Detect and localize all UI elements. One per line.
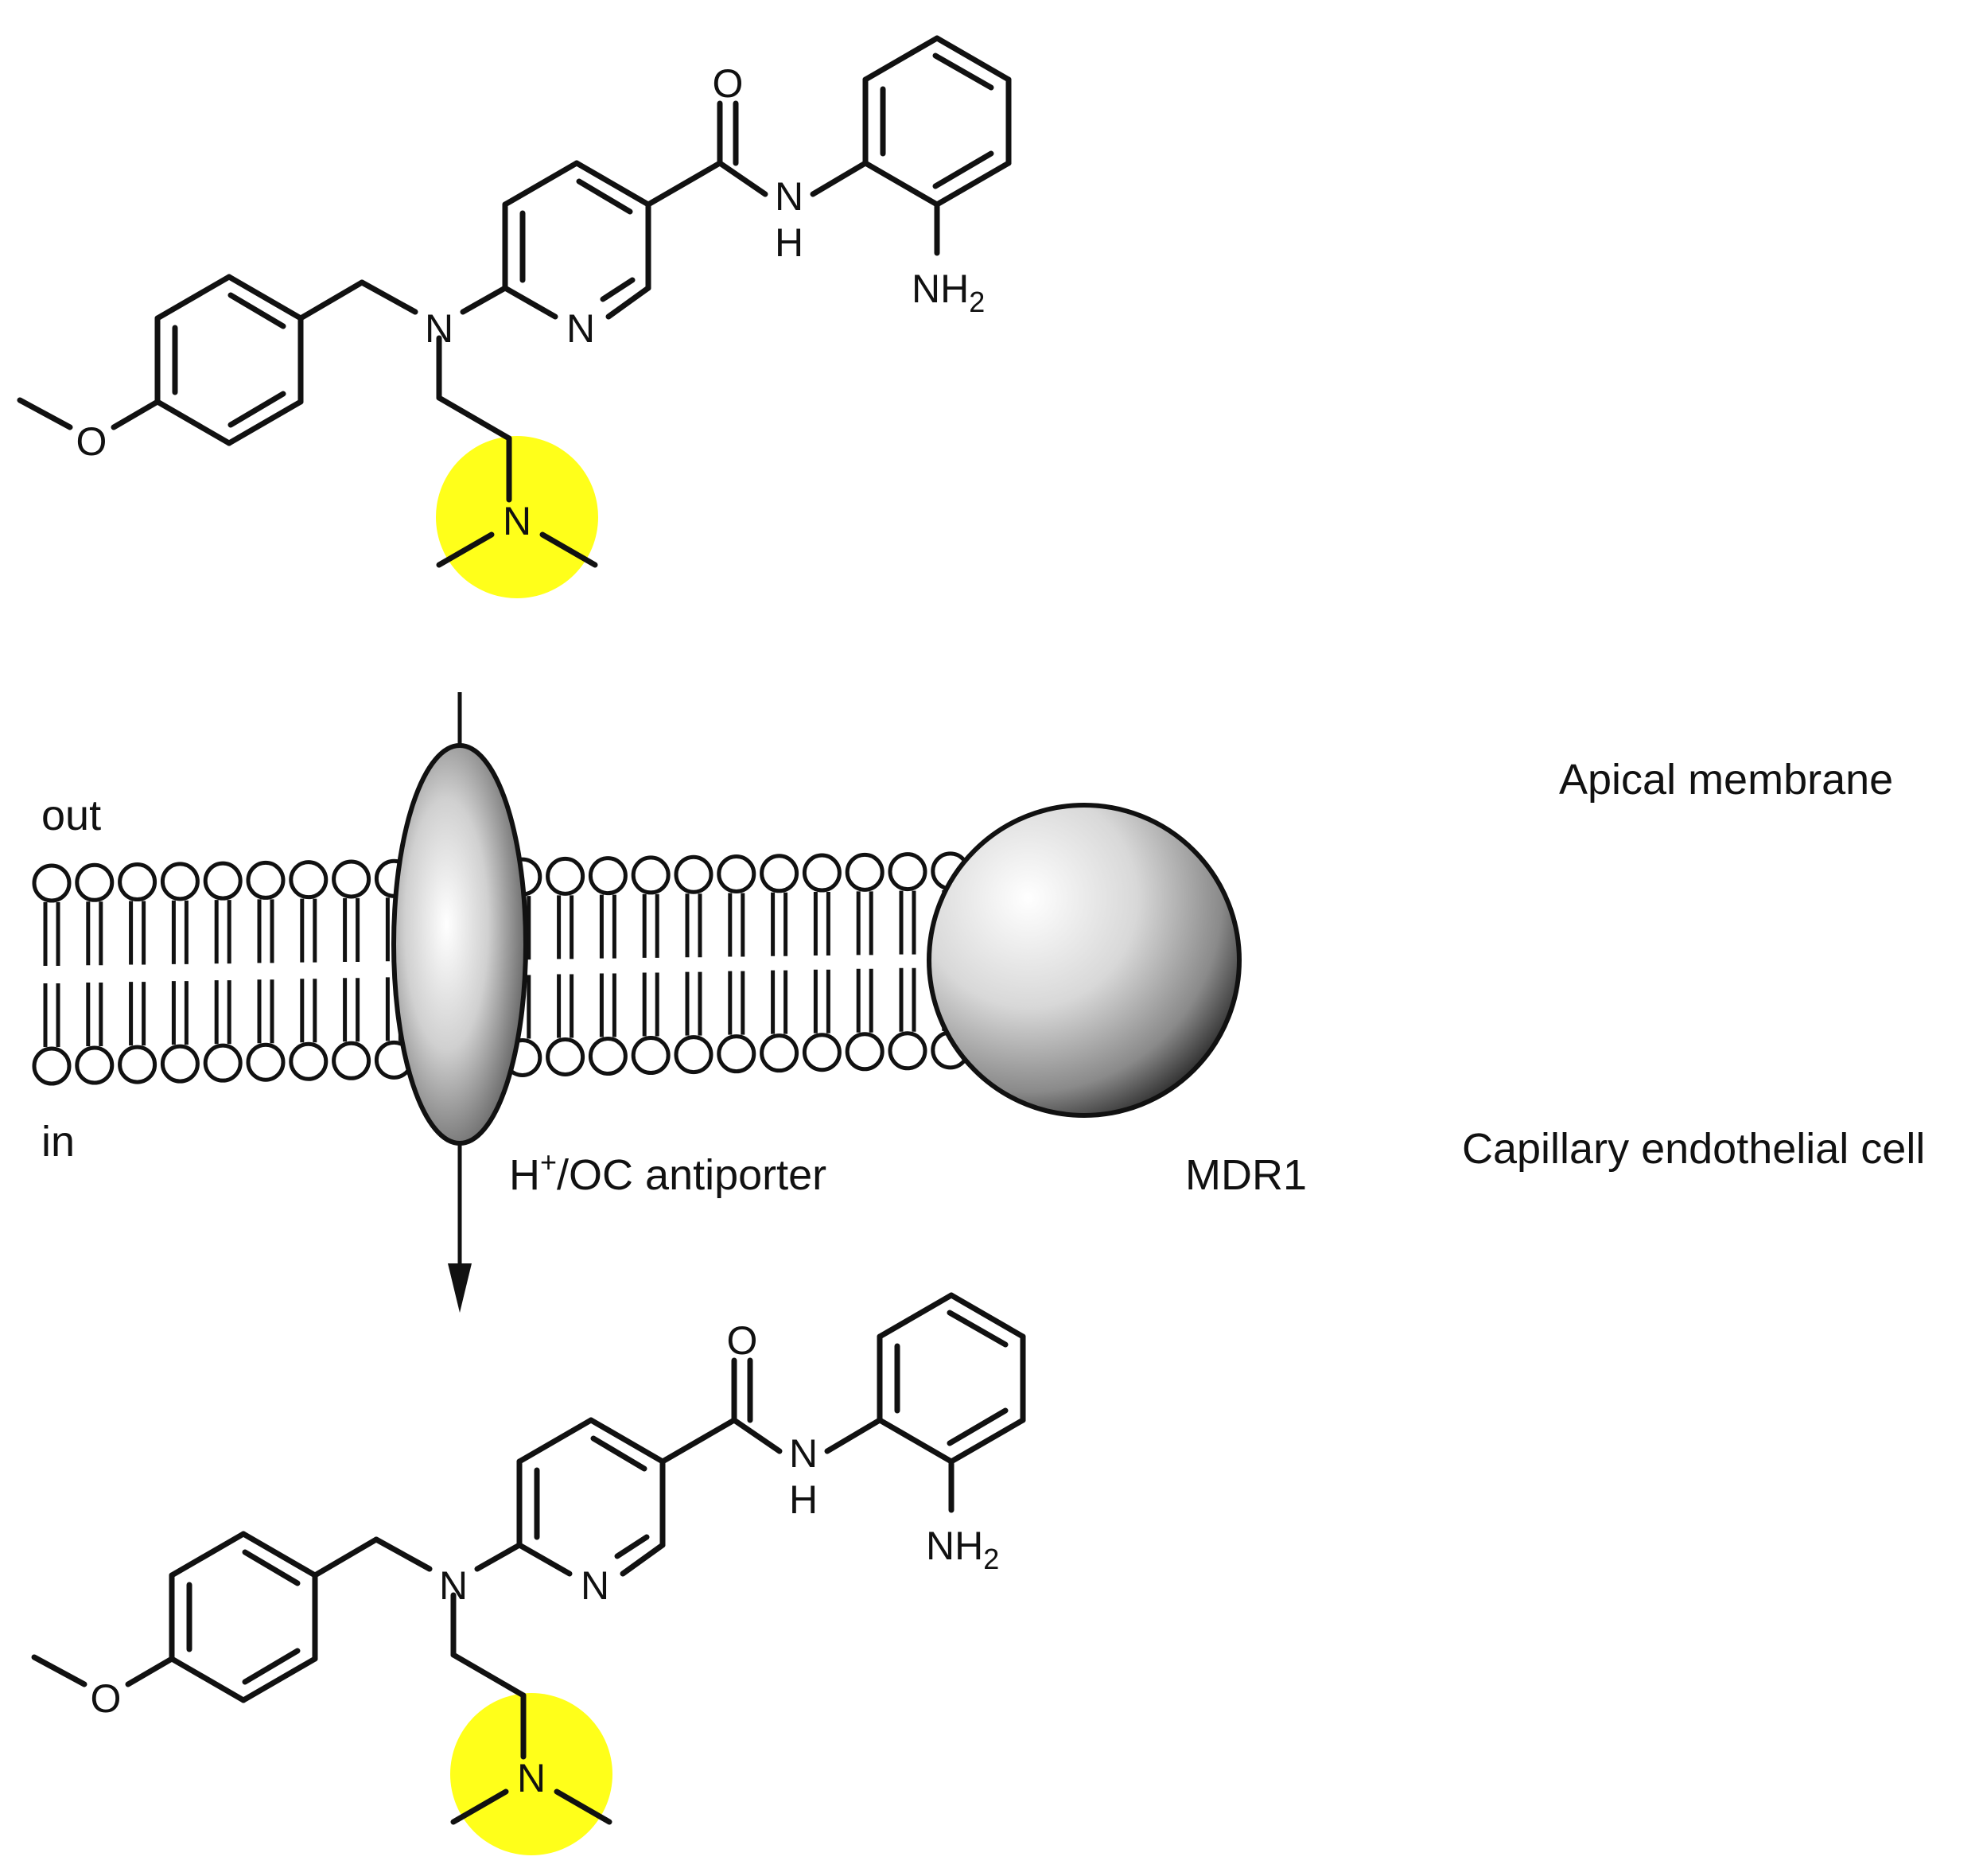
lipid-head [246, 1042, 286, 1082]
lipid-head [289, 1041, 329, 1081]
lipid-head [674, 1035, 713, 1075]
lipid-head [75, 1045, 115, 1085]
lipid-head [160, 1044, 200, 1084]
mdr1-protein [927, 803, 1242, 1118]
lipid-head [631, 855, 671, 895]
lipid-head [674, 854, 713, 894]
in-label: in [41, 1118, 75, 1166]
lipid-head [760, 854, 799, 893]
lipid-head [802, 1033, 842, 1072]
antiporter-label: H+/OC antiporter [509, 1146, 826, 1199]
lipid-head [203, 1043, 243, 1083]
lipid-head [845, 852, 885, 892]
lipid-head [802, 853, 842, 893]
lipid-head [588, 856, 628, 896]
lipid-head [203, 861, 243, 901]
out-label: out [41, 792, 101, 839]
lipid-head [546, 856, 585, 896]
lipid-head [118, 862, 157, 902]
lipid-head [160, 862, 200, 901]
lipid-head [546, 1037, 585, 1076]
lipid-head [888, 852, 927, 892]
apical-membrane-label: Apical membrane [1559, 756, 1893, 804]
bottom-molecule [34, 1295, 1023, 1855]
antiporter-protein [391, 743, 528, 1146]
lipid-head [332, 859, 371, 899]
lipid-head [845, 1032, 885, 1072]
lipid-head [888, 1031, 927, 1071]
lipid-head [631, 1036, 671, 1076]
lipid-head [246, 860, 286, 900]
lipid-head [289, 860, 329, 900]
top-molecule [20, 38, 1009, 598]
lipid-head [717, 1034, 756, 1074]
lipid-head [760, 1033, 799, 1073]
lipid-head [32, 1046, 72, 1086]
lipid-head [75, 862, 115, 902]
lipid-head [118, 1045, 157, 1084]
lipid-head [588, 1037, 628, 1076]
lipid-head [332, 1041, 371, 1080]
mdr1-label: MDR1 [1185, 1151, 1307, 1199]
lipid-head [717, 854, 756, 893]
capillary-cell-label: Capillary endothelial cell [1462, 1125, 1925, 1173]
lipid-head [32, 863, 72, 903]
